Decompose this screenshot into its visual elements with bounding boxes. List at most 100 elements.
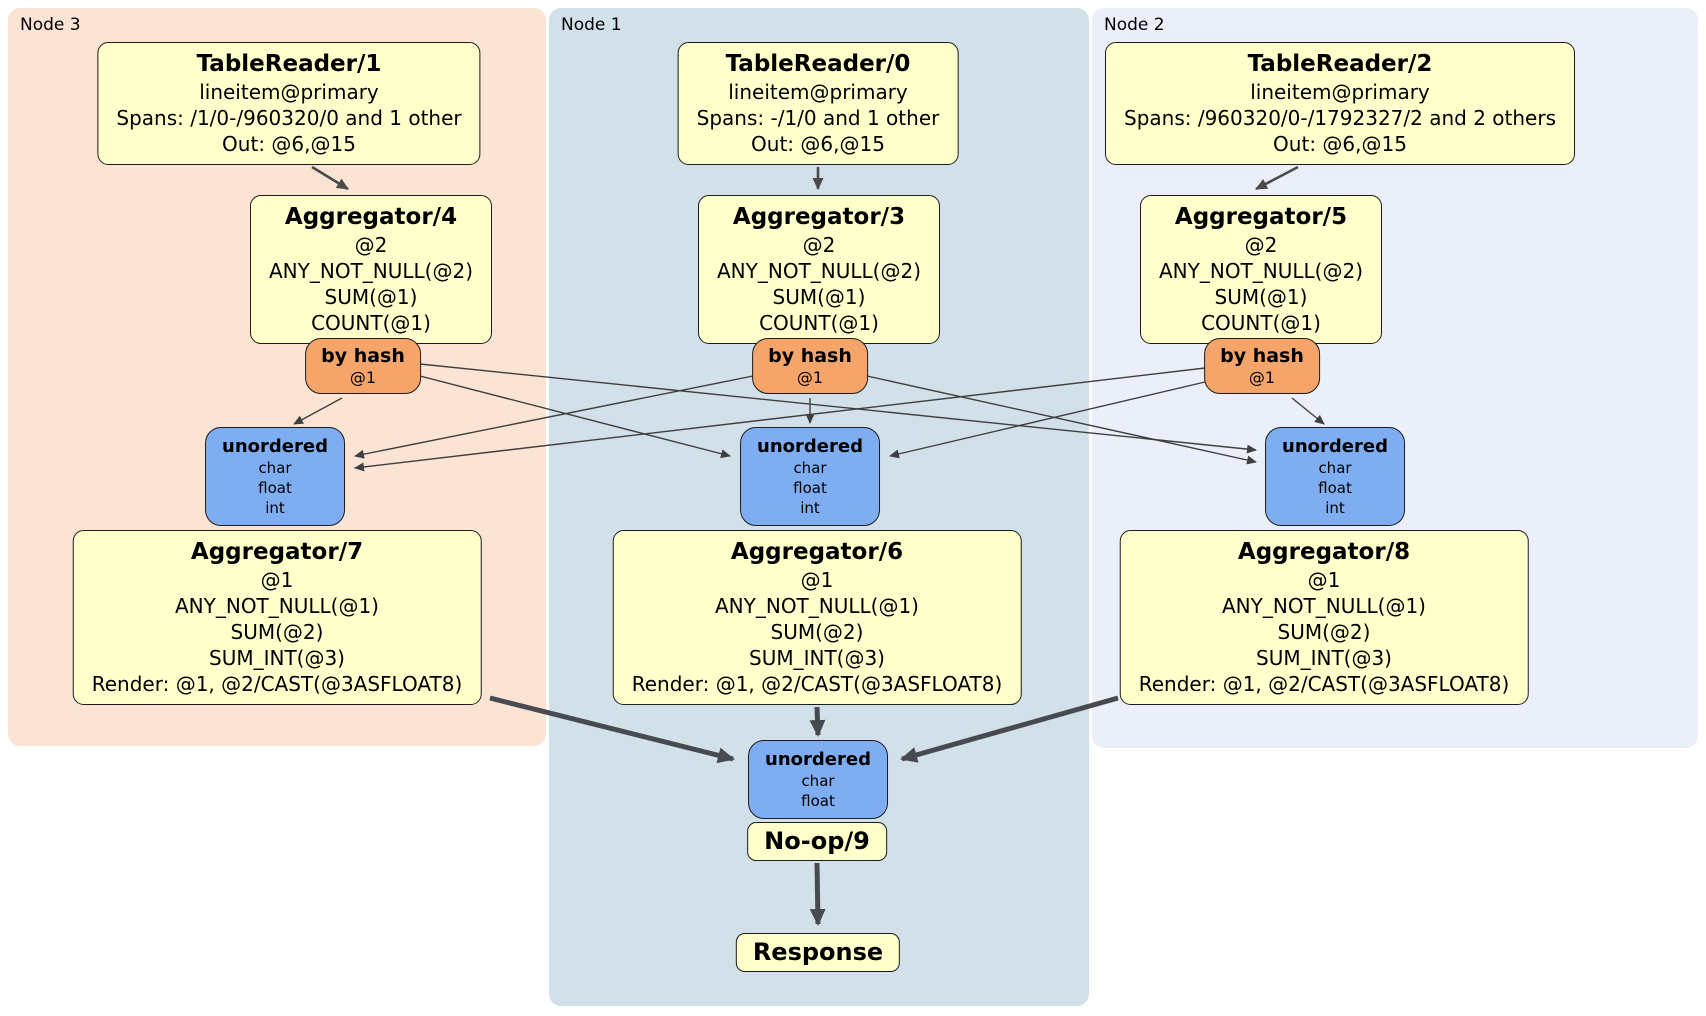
noop-9-title: No-op/9 (764, 827, 870, 855)
response-title: Response (752, 938, 884, 966)
tablereader-1-box: TableReader/1 lineitem@primary Spans: /1… (97, 42, 481, 165)
processor-line: Spans: /1/0-/960320/0 and 1 other (116, 106, 462, 130)
edge-bh3-un2 (419, 363, 1257, 454)
tablereader-2-title: TableReader/2 (1247, 51, 1433, 77)
processor-line: SUM(@2) (770, 620, 864, 644)
aggregator-7-title: Aggregator/7 (190, 539, 364, 565)
sync-line: char (801, 772, 835, 790)
edge-bh1-un3 (354, 375, 754, 459)
aggregator-4-title: Aggregator/4 (284, 204, 458, 230)
edge-tr2-agg5 (1255, 165, 1299, 191)
processor-line: @1 (800, 568, 834, 592)
aggregator-6-box: Aggregator/6 @1 ANY_NOT_NULL(@1) SUM(@2)… (612, 530, 1022, 705)
response-box: Response (735, 933, 901, 972)
edge-noop-response (809, 862, 826, 926)
edge-bh3-un3 (293, 397, 343, 425)
processor-line: Out: @6,@15 (222, 132, 356, 156)
edge-bh2-un2 (1291, 397, 1325, 425)
processor-line: SUM_INT(@3) (208, 646, 345, 670)
edge-bh2-un1 (889, 381, 1206, 459)
processor-line: ANY_NOT_NULL(@1) (714, 594, 919, 618)
unordered-sync-node2: unordered char float int (1265, 427, 1405, 526)
aggregator-3-box: Aggregator/3 @2 ANY_NOT_NULL(@2) SUM(@1)… (698, 195, 940, 344)
sync-line: char (793, 459, 827, 477)
router-title: by hash (768, 345, 852, 367)
noop-9-box: No-op/9 (747, 822, 887, 861)
processor-line: SUM(@2) (1277, 620, 1371, 644)
router-detail: @1 (1248, 368, 1276, 387)
edge-bh2-un3 (354, 367, 1206, 472)
processor-line: SUM(@1) (1214, 285, 1308, 309)
processor-line: SUM(@1) (772, 285, 866, 309)
tablereader-2-box: TableReader/2 lineitem@primary Spans: /9… (1104, 42, 1576, 165)
tablereader-0-box: TableReader/0 lineitem@primary Spans: -/… (677, 42, 959, 165)
aggregator-3-title: Aggregator/3 (732, 204, 906, 230)
aggregator-8-box: Aggregator/8 @1 ANY_NOT_NULL(@1) SUM(@2)… (1119, 530, 1529, 705)
sync-line: float (801, 792, 835, 810)
aggregator-7-box: Aggregator/7 @1 ANY_NOT_NULL(@1) SUM(@2)… (72, 530, 482, 705)
processor-line: COUNT(@1) (1201, 311, 1321, 335)
sync-line: float (1318, 479, 1352, 497)
processor-line: lineitem@primary (199, 80, 379, 104)
processor-line: Spans: /960320/0-/1792327/2 and 2 others (1123, 106, 1557, 130)
by-hash-router-node1: by hash @1 (752, 338, 868, 394)
aggregator-6-title: Aggregator/6 (730, 539, 904, 565)
sync-line: int (800, 499, 820, 517)
unordered-sync-node3: unordered char float int (205, 427, 345, 526)
processor-line: lineitem@primary (1250, 80, 1430, 104)
processor-line: SUM(@1) (324, 285, 418, 309)
edge-agg7-final (489, 695, 735, 764)
edge-agg8-final (900, 695, 1119, 763)
aggregator-5-box: Aggregator/5 @2 ANY_NOT_NULL(@2) SUM(@1)… (1140, 195, 1382, 344)
aggregator-8-title: Aggregator/8 (1237, 539, 1411, 565)
aggregator-4-box: Aggregator/4 @2 ANY_NOT_NULL(@2) SUM(@1)… (250, 195, 492, 344)
processor-line: ANY_NOT_NULL(@2) (1159, 259, 1363, 283)
edge-agg6-final (809, 706, 826, 737)
processor-line: @1 (260, 568, 294, 592)
processor-line: COUNT(@1) (759, 311, 879, 335)
processor-line: @2 (802, 233, 836, 257)
processor-line: Spans: -/1/0 and 1 other (696, 106, 940, 130)
router-title: by hash (1220, 345, 1304, 367)
processor-line: Render: @1, @2/CAST(@3ASFLOAT8) (631, 672, 1003, 696)
sync-title: unordered (222, 436, 328, 457)
edge-bh3-un1 (419, 375, 731, 459)
router-detail: @1 (349, 368, 377, 387)
node1-label: Node 1 (561, 15, 622, 35)
processor-line: ANY_NOT_NULL(@1) (174, 594, 379, 618)
sync-line: char (1318, 459, 1352, 477)
sync-line: float (793, 479, 827, 497)
sync-title: unordered (765, 749, 871, 770)
sync-line: float (258, 479, 292, 497)
sync-title: unordered (757, 436, 863, 457)
processor-line: SUM_INT(@3) (748, 646, 885, 670)
node3-label: Node 3 (20, 15, 81, 35)
processor-line: Render: @1, @2/CAST(@3ASFLOAT8) (91, 672, 463, 696)
unordered-sync-node1: unordered char float int (740, 427, 880, 526)
sync-line: int (1325, 499, 1345, 517)
router-detail: @1 (796, 368, 824, 387)
processor-line: @1 (1307, 568, 1341, 592)
by-hash-router-node3: by hash @1 (305, 338, 421, 394)
router-title: by hash (321, 345, 405, 367)
node2-label: Node 2 (1104, 15, 1165, 35)
sync-line: int (265, 499, 285, 517)
tablereader-1-title: TableReader/1 (196, 51, 382, 77)
tablereader-0-title: TableReader/0 (725, 51, 911, 77)
processor-line: Out: @6,@15 (751, 132, 885, 156)
edge-tr1-agg4 (311, 165, 349, 191)
processor-line: ANY_NOT_NULL(@1) (1221, 594, 1426, 618)
sync-title: unordered (1282, 436, 1388, 457)
processor-line: @2 (354, 233, 388, 257)
by-hash-router-node2: by hash @1 (1204, 338, 1320, 394)
final-unordered-sync: unordered char float (748, 740, 888, 819)
edge-bh1-un2 (866, 375, 1257, 465)
processor-line: Out: @6,@15 (1273, 132, 1407, 156)
processor-line: lineitem@primary (728, 80, 908, 104)
aggregator-5-title: Aggregator/5 (1174, 204, 1348, 230)
processor-line: Render: @1, @2/CAST(@3ASFLOAT8) (1138, 672, 1510, 696)
processor-line: SUM_INT(@3) (1255, 646, 1392, 670)
processor-line: @2 (1244, 233, 1278, 257)
